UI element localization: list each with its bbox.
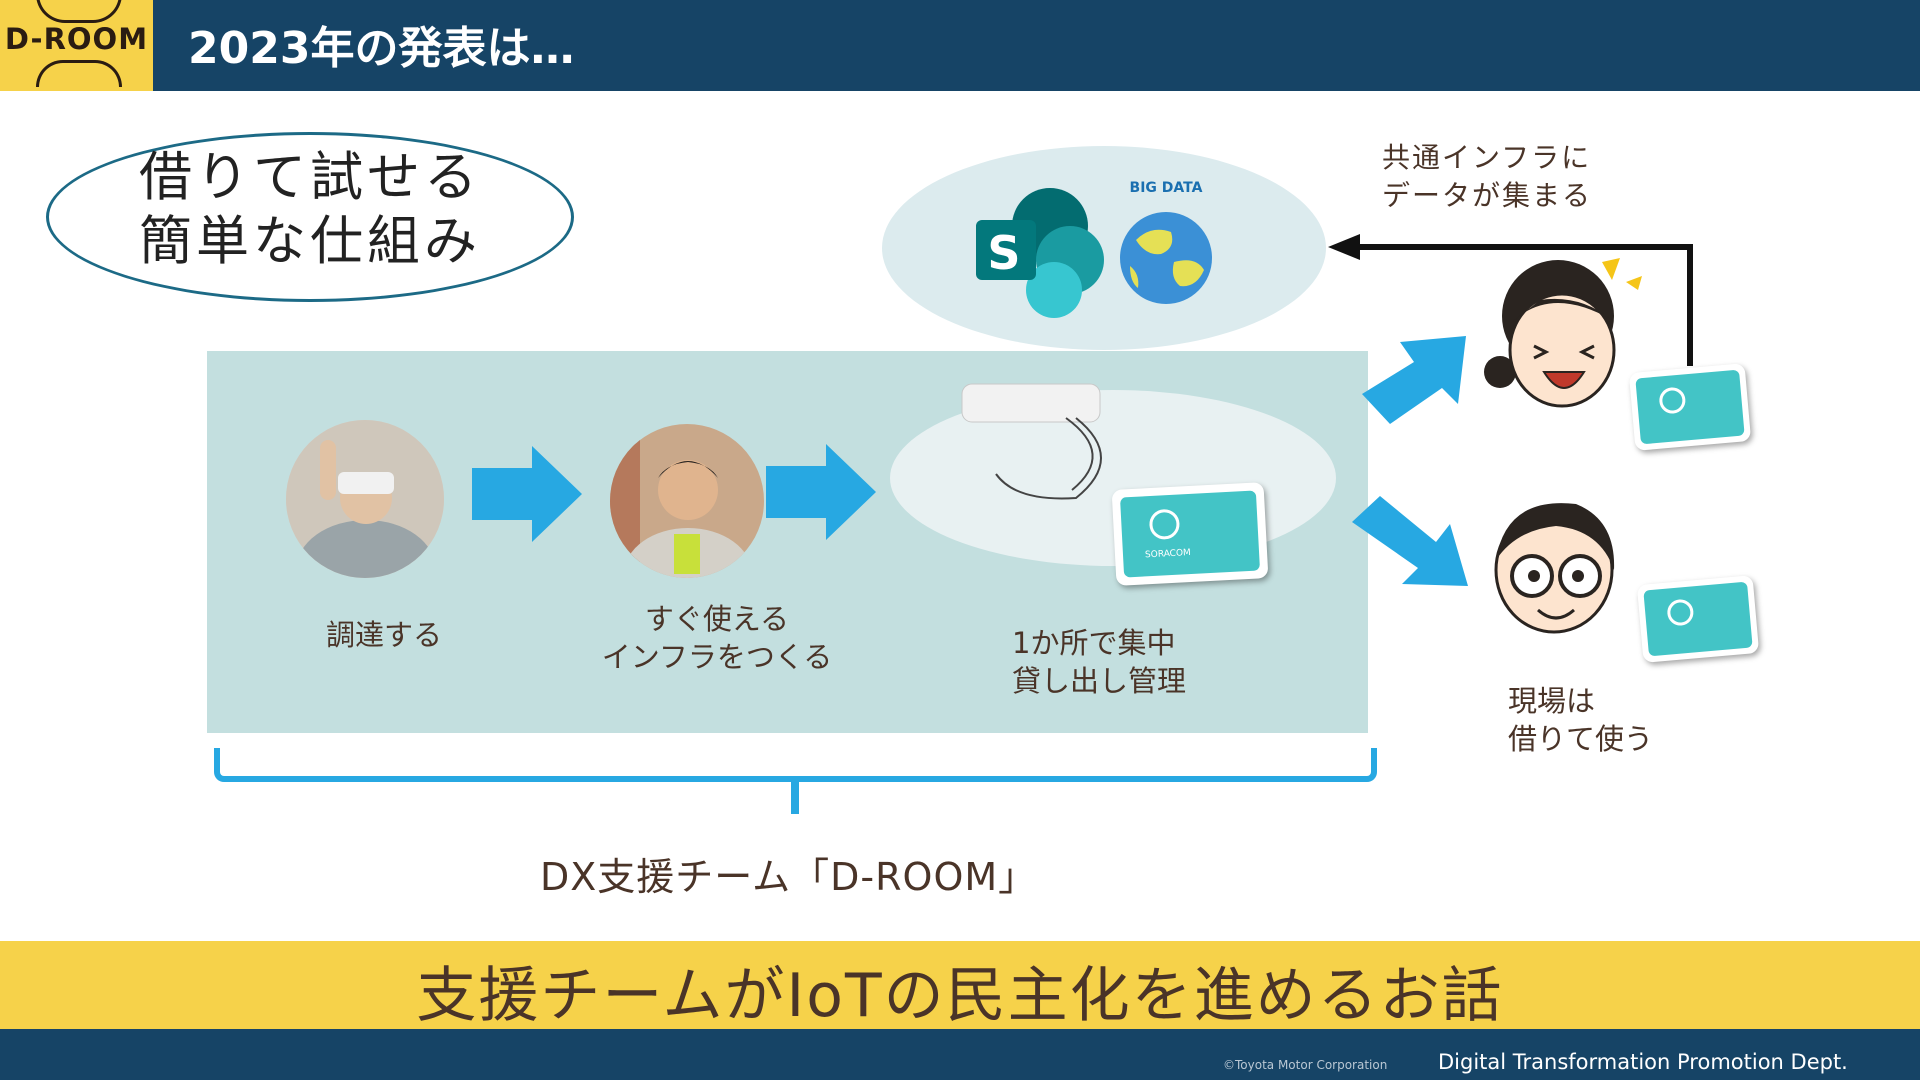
gateway-device-icon [961,383,1102,500]
soracom-device-icon: SORACOM [1111,482,1269,586]
sharepoint-icon [976,188,1104,318]
callout-ellipse [46,132,574,302]
procure-photo [286,420,444,578]
arrow-up-right-icon [1362,336,1466,424]
arrow-right-icon [472,446,582,542]
person-vr-icon [286,420,444,578]
note-text: 共通インフラに データが集まる [1382,139,1592,215]
step-procure-label: 調達する [325,618,442,652]
callout-line-1: 借りて試せる [139,147,481,208]
person-smiling-icon [610,424,764,578]
team-label: DX支援チーム「D-ROOM」 [540,855,1038,899]
team-brace [214,748,1377,782]
build-photo [610,424,764,578]
message-banner [0,941,1920,1029]
department-text: Digital Transformation Promotion Dept. [1438,1050,1848,1074]
soracom-device-icon [1636,575,1760,663]
team-brace-tip [791,778,799,814]
field-use-label: 現場は 借りて使う [1508,684,1654,756]
logo-text: D-ROOM [4,22,149,56]
step-build-label: すぐ使える インフラをつくる [601,602,833,674]
sharepoint-letter: S [987,226,1021,280]
soracom-device-icon [1628,363,1752,451]
banner-text: 支援チームがIoTの民主化を進めるお話 [416,961,1504,1031]
arrow-right-icon [766,444,876,540]
slide-title: 2023年の発表は… [188,23,575,74]
callout-line-2: 簡単な仕組み [139,211,481,272]
header-bar [0,0,1920,91]
globe-icon [1120,212,1212,304]
logo [0,0,153,91]
note-line-1: 共通インフラに [1382,141,1592,174]
callout-text: 借りて試せる 簡単な仕組み [46,146,574,274]
note-line-2: データが集まる [1382,179,1593,212]
return-arrow [1328,234,1693,366]
user-woman-icon [1484,258,1642,408]
step-manage-label: 1か所で集中 貸し出し管理 [1012,626,1187,698]
logo-arc-bottom [36,60,122,87]
user-man-glasses-icon [1494,503,1615,634]
cloud-bubble [882,146,1326,350]
copyright-text: ©Toyota Motor Corporation [1223,1058,1388,1072]
arrow-down-right-icon [1352,496,1468,586]
footer-bar [0,1029,1920,1080]
bigdata-label: BIG DATA [1129,180,1203,196]
